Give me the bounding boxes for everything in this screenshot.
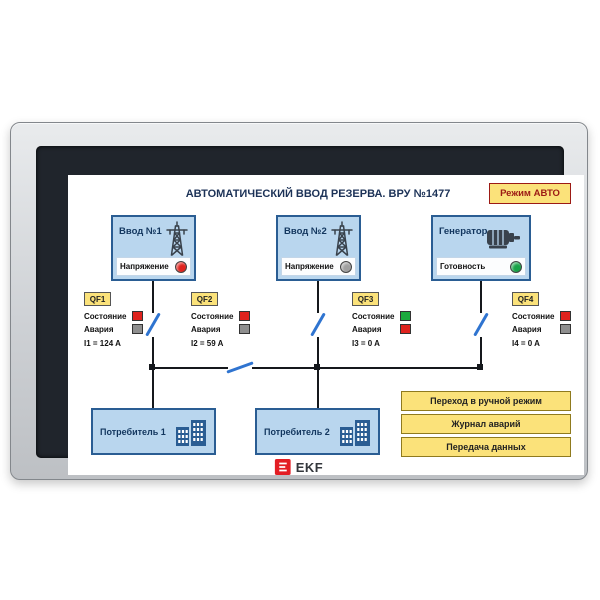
generator-line-upper: [480, 281, 482, 313]
busbar-right-segment: [252, 367, 482, 369]
consumer2-title: Потребитель 2: [264, 426, 330, 437]
qf4-breaker-symbol: [473, 312, 489, 337]
bus-junction-dot: [314, 364, 320, 370]
input2-status-row: Напряжение: [281, 257, 356, 276]
transmission-tower-icon: [329, 220, 355, 257]
buildings-icon: [175, 418, 207, 446]
qf4-state-indicator: [560, 311, 571, 321]
qf1-group: QF1 Состояние Авария I1 = 124 A: [84, 292, 154, 354]
qf1-state-label: Состояние: [84, 312, 127, 321]
qf3-alarm-indicator: [400, 324, 411, 334]
input1-status-row: Напряжение: [116, 257, 191, 276]
qf1-alarm-label: Авария: [84, 325, 114, 334]
qf2-current-value: I2 = 59 A: [191, 339, 224, 348]
manual-mode-button[interactable]: Переход в ручной режим: [401, 391, 571, 411]
consumer1-drop-line: [152, 367, 154, 408]
consumer2-drop-line: [317, 367, 319, 408]
ekf-logo-icon: [274, 459, 291, 475]
qf1-current-value: I1 = 124 A: [84, 339, 121, 348]
qf1-label: QF1: [84, 292, 111, 306]
page-title: АВТОМАТИЧЕСКИЙ ВВОД РЕЗЕРВА. ВРУ №1477: [185, 188, 451, 200]
transmission-tower-icon: [164, 220, 190, 257]
feeder2-line-upper: [317, 281, 319, 313]
generator-ready-led: [510, 260, 522, 273]
device-bezel: АВТОМАТИЧЕСКИЙ ВВОД РЕЗЕРВА. ВРУ №1477 Р…: [36, 146, 584, 475]
qf2-bus-tie-symbol: [226, 361, 254, 374]
qf2-group: QF2 Состояние Авария I2 = 59 A: [191, 292, 261, 354]
consumer1-panel: Потребитель 1: [91, 408, 216, 455]
hmi-device: АВТОМАТИЧЕСКИЙ ВВОД РЕЗЕРВА. ВРУ №1477 Р…: [10, 122, 588, 480]
input2-panel: Ввод №2 Напряжение: [276, 215, 361, 281]
qf3-state-indicator: [400, 311, 411, 321]
qf4-alarm-label: Авария: [512, 325, 542, 334]
qf3-breaker-symbol: [310, 312, 326, 337]
data-transfer-button[interactable]: Передача данных: [401, 437, 571, 457]
qf1-alarm-indicator: [132, 324, 143, 334]
qf4-state-label: Состояние: [512, 312, 555, 321]
alarm-log-button[interactable]: Журнал аварий: [401, 414, 571, 434]
consumer1-title: Потребитель 1: [100, 426, 166, 437]
brand-logo: EKF: [274, 459, 324, 475]
input1-panel: Ввод №1 Напряжение: [111, 215, 196, 281]
bus-junction-dot: [477, 364, 483, 370]
generator-status-label: Готовность: [440, 262, 486, 271]
brand-name: EKF: [295, 459, 324, 475]
qf2-label: QF2: [191, 292, 218, 306]
consumer2-panel: Потребитель 2: [255, 408, 380, 455]
qf2-state-label: Состояние: [191, 312, 234, 321]
input2-status-label: Напряжение: [285, 262, 334, 271]
feeder1-line-upper: [152, 281, 154, 313]
input1-voltage-led: [175, 260, 187, 273]
qf3-group: QF3 Состояние Авария I3 = 0 A: [352, 292, 422, 354]
generator-panel: Генератор Готовность: [431, 215, 531, 281]
qf2-alarm-label: Авария: [191, 325, 221, 334]
qf2-alarm-indicator: [239, 324, 250, 334]
input2-voltage-led: [340, 260, 352, 273]
mode-auto-button[interactable]: Режим АВТО: [489, 183, 571, 204]
feeder1-line-lower: [152, 337, 154, 368]
bus-junction-dot: [149, 364, 155, 370]
input1-title: Ввод №1: [119, 226, 162, 237]
qf3-alarm-label: Авария: [352, 325, 382, 334]
qf4-alarm-indicator: [560, 324, 571, 334]
qf4-label: QF4: [512, 292, 539, 306]
generator-title: Генератор: [439, 226, 488, 237]
generator-line-lower: [480, 337, 482, 368]
hmi-screen: АВТОМАТИЧЕСКИЙ ВВОД РЕЗЕРВА. ВРУ №1477 Р…: [68, 175, 584, 475]
qf1-state-indicator: [132, 311, 143, 321]
buildings-icon: [339, 418, 371, 446]
input2-title: Ввод №2: [284, 226, 327, 237]
qf3-label: QF3: [352, 292, 379, 306]
qf3-state-label: Состояние: [352, 312, 395, 321]
motor-generator-icon: [486, 226, 522, 252]
busbar-left-segment: [152, 367, 228, 369]
qf4-group: QF4 Состояние Авария I4 = 0 A: [512, 292, 582, 354]
qf2-state-indicator: [239, 311, 250, 321]
qf4-current-value: I4 = 0 A: [512, 339, 540, 348]
feeder2-line-lower: [317, 337, 319, 368]
input1-status-label: Напряжение: [120, 262, 169, 271]
generator-status-row: Готовность: [436, 257, 526, 276]
qf3-current-value: I3 = 0 A: [352, 339, 380, 348]
